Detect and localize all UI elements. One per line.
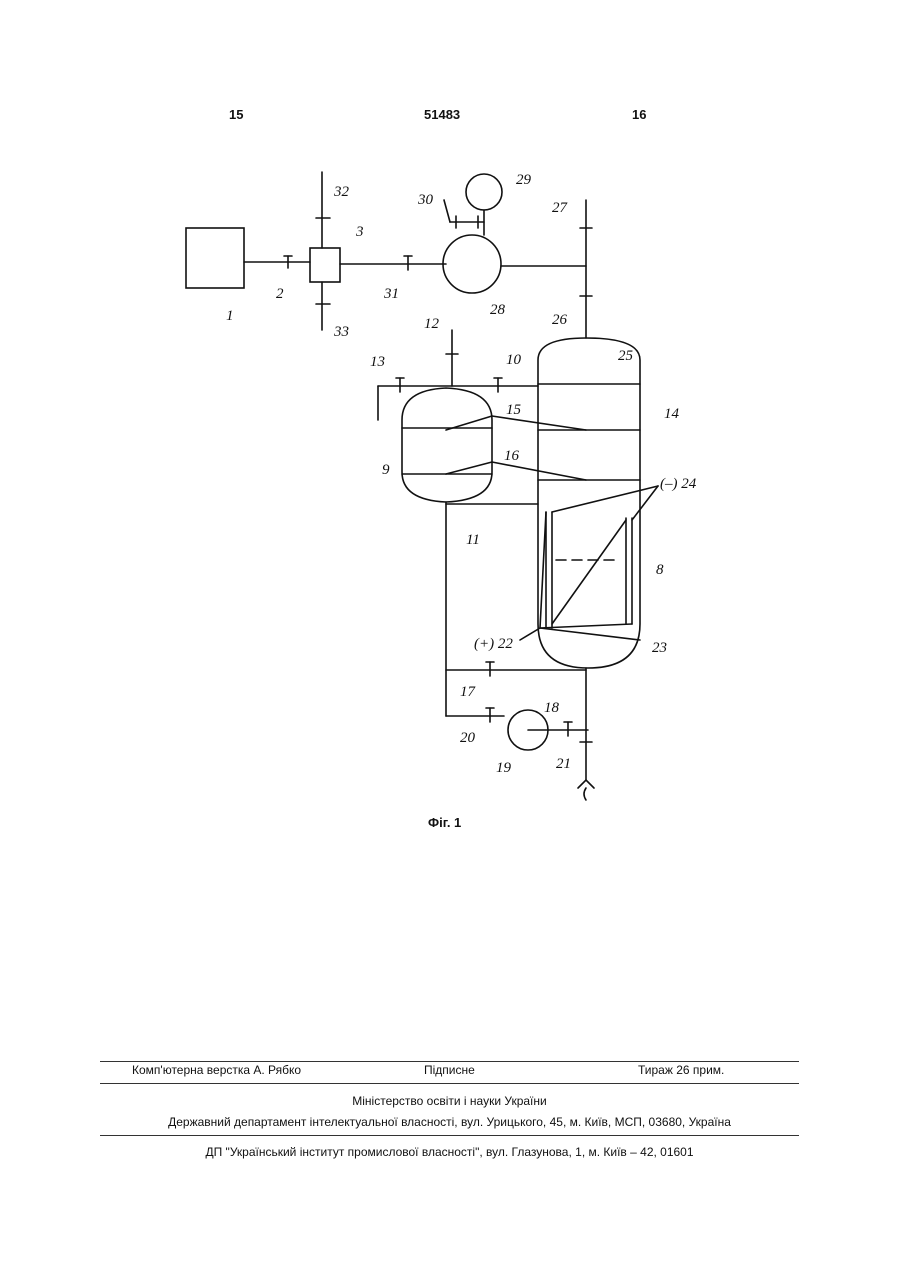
label-20: 20 [460,730,476,746]
footer-department: Державний департамент інтелектуальної вл… [100,1115,799,1129]
footer-rule-middle [100,1083,799,1084]
footer-institute: ДП "Український інститут промислової вла… [100,1145,799,1159]
label-31: 31 [383,286,399,302]
label-17: 17 [460,684,477,700]
figure-caption: Фіг. 1 [428,815,461,830]
label-12: 12 [424,316,440,332]
footer-rule-bottom [100,1135,799,1136]
label-3: 3 [355,224,364,240]
label-13: 13 [370,354,385,370]
label-28: 28 [490,302,506,318]
label-22: (+) 22 [474,636,513,652]
label-33: 33 [333,324,349,340]
label-19: 19 [496,760,512,776]
label-27: 27 [552,200,569,216]
label-29: 29 [516,172,532,188]
label-26: 26 [552,312,568,328]
label-14: 14 [664,406,680,422]
label-16: 16 [504,448,520,464]
footer-circulation: Тираж 26 прим. [638,1063,724,1077]
footer-layout: Комп'ютерна верстка А. Рябко [132,1063,301,1077]
label-8: 8 [656,562,664,578]
label-1: 1 [226,308,234,324]
label-15: 15 [506,402,522,418]
label-23: 23 [652,640,667,656]
label-30: 30 [417,192,434,208]
footer-signed: Підписне [424,1063,475,1077]
label-18: 18 [544,700,560,716]
label-11: 11 [466,532,480,548]
label-9: 9 [382,462,390,478]
label-24: (–) 24 [660,476,697,492]
label-32: 32 [333,184,350,200]
label-21: 21 [556,756,571,772]
footer-rule-top [100,1061,799,1062]
label-2: 2 [276,286,284,302]
footer-ministry: Міністерство освіти і науки України [100,1094,799,1108]
label-25: 25 [618,348,634,364]
label-10: 10 [506,352,522,368]
